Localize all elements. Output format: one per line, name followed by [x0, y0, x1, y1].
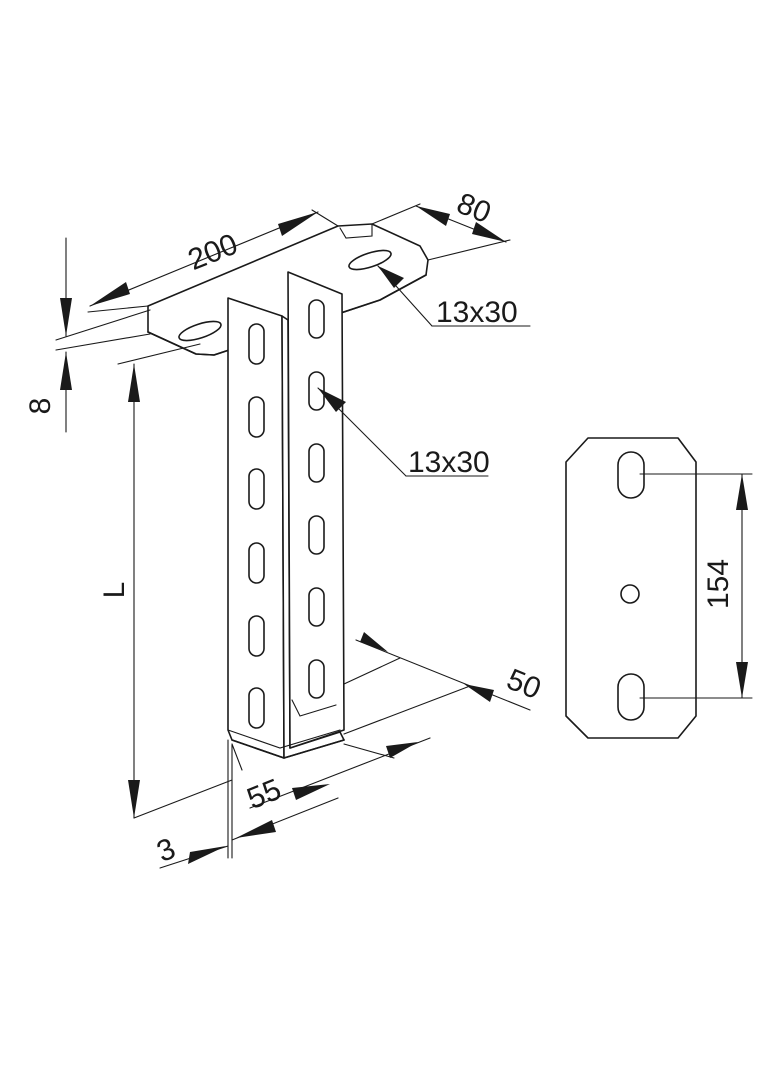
dim-plate-length: 200 [87, 209, 339, 313]
label-plate-slot: 13x30 [436, 296, 518, 329]
plan-center-hole [620, 584, 640, 604]
label-hole-spacing: 154 [702, 559, 735, 609]
label-profile-depth: 50 [502, 663, 545, 706]
callout-profile-slot: 13x30 [317, 387, 490, 479]
plate-slot-right [348, 249, 392, 271]
plate-plan-view [565, 437, 697, 739]
plate-slot-left [178, 320, 222, 342]
label-profile-slot: 13x30 [408, 446, 490, 479]
flange-slots-left [248, 323, 265, 729]
label-wall-thickness: 3 [152, 832, 180, 869]
u-profile [227, 271, 345, 759]
label-plate-thickness: 8 [24, 398, 57, 415]
label-profile-width: 55 [243, 773, 286, 816]
callout-plate-slot: 13x30 [377, 265, 531, 329]
dim-profile-depth: 50 [343, 632, 545, 735]
label-profile-length: L [98, 582, 131, 599]
plan-slot-top [617, 451, 645, 499]
dim-wall-thickness: 3 [152, 739, 339, 869]
dim-profile-length: L [98, 343, 233, 819]
dim-hole-spacing: 154 [639, 473, 753, 699]
plan-slot-bottom [617, 673, 645, 721]
flange-slots-right [308, 299, 325, 699]
dim-plate-thickness: 8 [24, 237, 151, 433]
